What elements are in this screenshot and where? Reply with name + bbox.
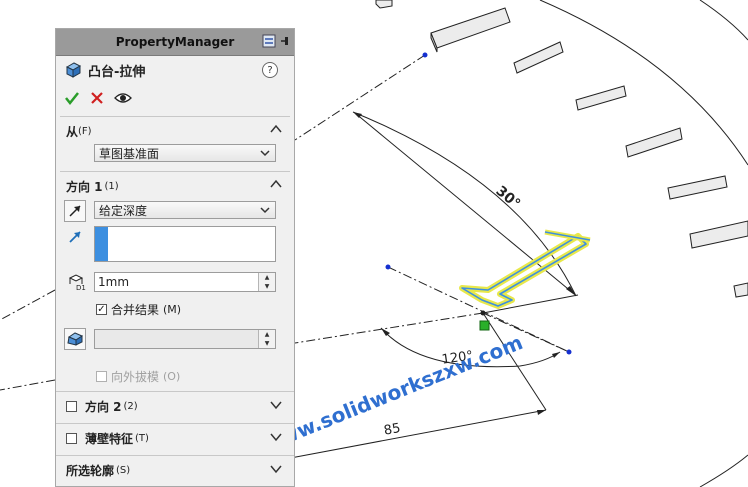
sketch-points bbox=[385, 52, 572, 355]
from-group-label: 从 bbox=[66, 124, 79, 139]
direction2-group[interactable]: 方向 2(2) bbox=[56, 391, 294, 421]
dim-85-text[interactable]: 85 bbox=[383, 421, 402, 439]
dim-120-text[interactable]: 120° bbox=[441, 349, 474, 368]
panel-layout-icon[interactable] bbox=[262, 34, 276, 48]
cancel-x-icon[interactable] bbox=[90, 91, 104, 105]
selected-contours-label: 所选轮廓 bbox=[66, 464, 115, 478]
panel-title: PropertyManager bbox=[115, 35, 235, 49]
action-row bbox=[56, 84, 294, 112]
depth-icon: D1 bbox=[66, 274, 90, 292]
draft-angle-input: ▲▼ bbox=[94, 329, 276, 349]
dimension-line-85 bbox=[247, 409, 547, 467]
spin-up-icon[interactable]: ▲ bbox=[264, 274, 270, 281]
spin-down-icon: ▼ bbox=[264, 340, 270, 347]
chevron-down-icon bbox=[259, 204, 271, 216]
thin-feature-checkbox[interactable] bbox=[66, 433, 77, 444]
slot-features bbox=[375, 0, 748, 298]
watermark-text: www.solidworkszxw.com bbox=[259, 330, 526, 457]
help-icon[interactable]: ? bbox=[262, 62, 278, 78]
chevron-down-icon[interactable] bbox=[270, 400, 282, 410]
end-condition-select[interactable]: 给定深度 bbox=[94, 201, 276, 219]
from-select-value: 草图基准面 bbox=[99, 146, 160, 161]
draft-outward-checkbox: 向外拔模(O) bbox=[96, 368, 180, 385]
chevron-down-icon[interactable] bbox=[270, 432, 282, 442]
draft-outward-box bbox=[96, 371, 107, 382]
property-manager: PropertyManager 凸台-拉伸 ? 从(F) bbox=[55, 28, 295, 487]
feature-name: 凸台-拉伸 bbox=[88, 64, 146, 80]
thin-feature-shortcut: (T) bbox=[135, 433, 149, 444]
from-group-shortcut: (F) bbox=[78, 125, 92, 137]
from-group-header[interactable]: 从(F) bbox=[56, 119, 294, 143]
chevron-up-icon[interactable] bbox=[270, 179, 282, 189]
ok-check-icon[interactable] bbox=[64, 90, 80, 106]
depth-spinner[interactable]: ▲▼ bbox=[258, 273, 275, 291]
direction2-shortcut: (2) bbox=[123, 401, 138, 412]
arrow-30-bottom bbox=[566, 286, 576, 296]
end-condition-value: 给定深度 bbox=[99, 203, 148, 218]
top-right-arc bbox=[699, 0, 748, 41]
direction2-label: 方向 2 bbox=[85, 400, 122, 414]
draft-spinner: ▲▼ bbox=[258, 330, 275, 348]
reverse-direction-button[interactable] bbox=[64, 200, 86, 222]
draft-outward-shortcut: (O) bbox=[163, 370, 181, 383]
selected-contours-shortcut: (S) bbox=[116, 465, 131, 476]
direction1-shortcut: (1) bbox=[104, 180, 119, 192]
depth-input[interactable]: 1mm ▲▼ bbox=[94, 272, 276, 292]
arrow-85-right bbox=[537, 410, 546, 415]
chevron-up-icon[interactable] bbox=[270, 124, 282, 134]
arrow-120-left bbox=[381, 328, 390, 336]
draft-toggle-button[interactable] bbox=[64, 328, 86, 350]
selected-profile[interactable] bbox=[459, 229, 591, 309]
thin-feature-label: 薄壁特征 bbox=[85, 432, 134, 446]
merge-result-label: 合并结果 bbox=[111, 303, 160, 317]
merge-result-box[interactable]: ✓ bbox=[96, 303, 107, 315]
origin-handle[interactable] bbox=[479, 320, 490, 331]
selected-contours-group[interactable]: 所选轮廓(S) bbox=[56, 455, 294, 485]
direction1-label: 方向 1 bbox=[66, 179, 103, 194]
depth-value: 1mm bbox=[98, 275, 130, 289]
construction-lines bbox=[0, 54, 570, 391]
dim-30-text[interactable]: 30° bbox=[493, 183, 524, 212]
direction-selection-box[interactable] bbox=[94, 226, 276, 262]
extrude-boss-icon bbox=[64, 61, 82, 79]
spin-up-icon: ▲ bbox=[264, 331, 270, 338]
outer-arc bbox=[539, 0, 748, 166]
preview-eye-icon[interactable] bbox=[114, 91, 132, 105]
merge-result-shortcut: (M) bbox=[163, 303, 182, 316]
pin-icon[interactable] bbox=[280, 34, 290, 48]
bottom-right-arc bbox=[699, 454, 748, 487]
from-select[interactable]: 草图基准面 bbox=[94, 144, 276, 162]
thin-feature-group[interactable]: 薄壁特征(T) bbox=[56, 423, 294, 453]
draft-outward-label: 向外拔模 bbox=[111, 370, 160, 384]
merge-result-checkbox[interactable]: ✓ 合并结果(M) bbox=[96, 301, 181, 318]
dimension-arc-120 bbox=[380, 327, 561, 368]
chevron-down-icon[interactable] bbox=[270, 464, 282, 474]
arrow-30-top bbox=[353, 112, 362, 118]
arrow-120-right bbox=[552, 352, 560, 358]
panel-title-bar: PropertyManager bbox=[56, 29, 294, 56]
depth-icon-label: D1 bbox=[76, 284, 86, 292]
selection-focus-bar bbox=[95, 227, 108, 261]
chevron-down-icon bbox=[259, 147, 271, 159]
direction-arrow-icon bbox=[68, 230, 82, 244]
feature-header: 凸台-拉伸 ? bbox=[56, 56, 294, 84]
spin-down-icon[interactable]: ▼ bbox=[264, 283, 270, 290]
dimension-arc-30 bbox=[352, 111, 577, 297]
direction2-checkbox[interactable] bbox=[66, 401, 77, 412]
direction1-header[interactable]: 方向 1(1) bbox=[56, 174, 294, 198]
